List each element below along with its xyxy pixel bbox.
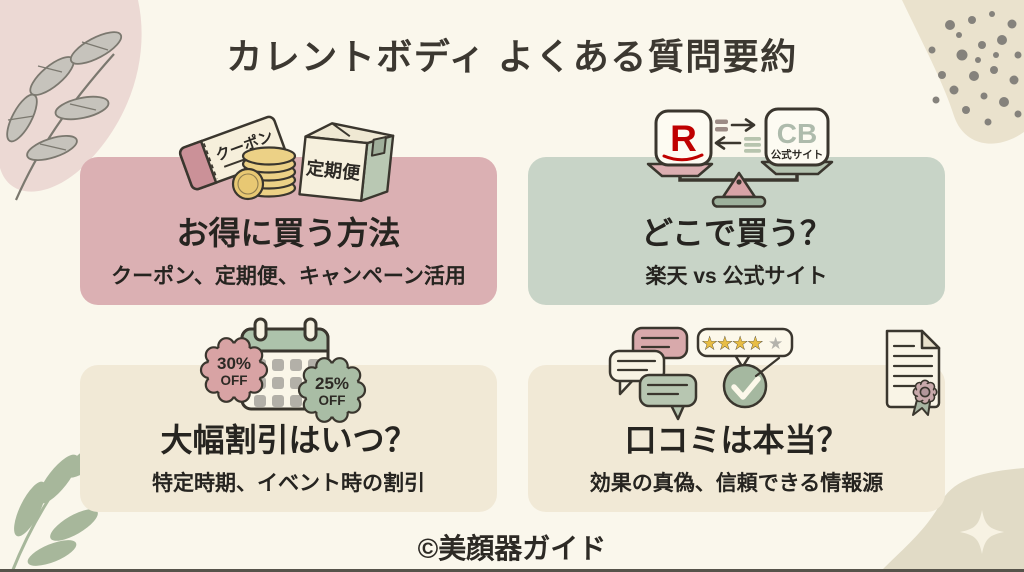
badge-25-off-icon: 25% OFF <box>297 357 367 423</box>
bottom-edge-line <box>0 569 1024 572</box>
card-title: どこで買う？ <box>640 214 833 251</box>
subscription-box-icon: 定期便 <box>298 122 395 202</box>
star-empty: ★ <box>768 334 783 353</box>
dots-blob-decoration <box>902 0 1024 144</box>
discount-shopping-icons: クーポン 定期便 <box>178 115 395 202</box>
stars-filled: ★★★★ <box>702 334 763 353</box>
certificate-document-icon <box>885 329 941 416</box>
coupon-ticket-icon: クーポン <box>178 115 288 191</box>
card-subtitle: 特定時期、イベント時の割引 <box>152 472 425 495</box>
card-subtitle: クーポン、定期便、キャンペーン活用 <box>111 265 466 288</box>
discount-calendar-icons: 30% OFF 25% OFF <box>199 317 367 423</box>
currentbody-logo-icon: CB 公式サイト <box>764 107 830 167</box>
review-icons: ★★★★ ★ <box>608 326 941 421</box>
speech-bubbles-icon <box>608 326 698 421</box>
page-title: カレントボディ よくある質問要約 <box>226 36 798 77</box>
copyright-footer: ©美顔器ガイド <box>417 533 607 564</box>
card-title: お得に買う方法 <box>176 214 401 251</box>
cb-sublabel: 公式サイト <box>771 148 824 161</box>
card-subtitle: 楽天 vs 公式サイト <box>645 265 828 288</box>
card-title: 口コミは本当？ <box>624 421 849 458</box>
card-title: 大幅割引はいつ？ <box>160 421 417 458</box>
star-rating-icon: ★★★★ ★ <box>696 327 794 369</box>
coins-icon <box>231 146 297 201</box>
exchange-arrows-icon <box>714 118 761 153</box>
card-subtitle: 効果の真偽、信頼できる情報源 <box>589 472 884 495</box>
rakuten-logo-icon: R <box>654 109 713 167</box>
badge-30-off-icon: 30% OFF <box>199 337 269 403</box>
badge-30-off: OFF <box>221 373 248 388</box>
rosette-ribbon-icon <box>912 379 938 416</box>
badge-30-percent: 30% <box>217 354 251 373</box>
rakuten-letter: R <box>670 118 697 159</box>
balance-scale-icon: R CB 公式サイト <box>646 107 834 208</box>
cb-letters: CB <box>777 118 817 149</box>
verified-check-icon <box>722 356 781 409</box>
badge-25-percent: 25% <box>315 374 349 393</box>
badge-25-off: OFF <box>319 393 346 408</box>
